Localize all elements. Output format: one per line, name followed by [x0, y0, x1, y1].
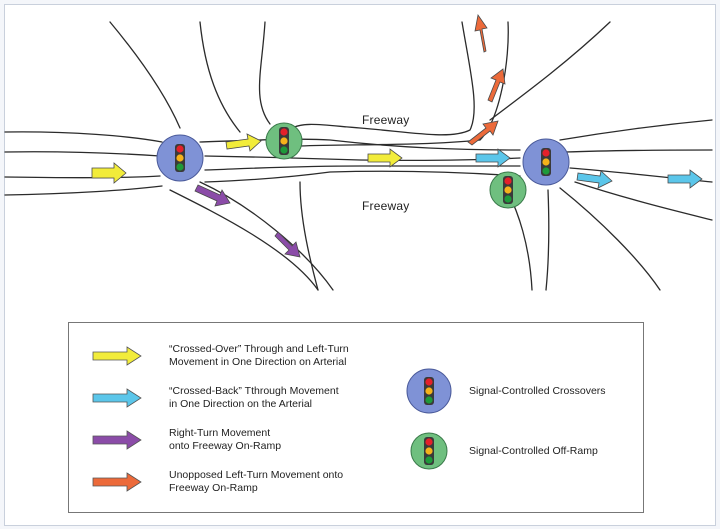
crossed-back-arrow-east [667, 169, 703, 189]
legend-label-signal-offramp: Signal-Controlled Off-Ramp [469, 444, 598, 457]
legend-label-right-turn: Right-Turn Movement onto Freeway On-Ramp [169, 427, 282, 452]
legend-item-signal-offramp: Signal-Controlled Off-Ramp [409, 431, 598, 471]
yellow-arrow-icon [92, 346, 142, 366]
legend-item-crossed-back: “Crossed-Back” Tthrough Movement in One … [91, 385, 339, 411]
crossover-signal-east [522, 138, 570, 186]
offramp-signal-north [265, 122, 303, 160]
blue-arrow-icon [92, 388, 142, 408]
right-turn-arrow-lower [274, 231, 301, 258]
left-turn-arrow-lower [467, 120, 499, 146]
legend-label-left-turn: Unopposed Left-Turn Movement onto Freewa… [169, 469, 344, 494]
legend-item-right-turn: Right-Turn Movement onto Freeway On-Ramp [91, 427, 281, 453]
freeway-label-south: Freeway [362, 199, 410, 213]
left-turn-arrow-upper [474, 13, 488, 53]
offramp-signal-south [489, 171, 527, 209]
legend-label-crossed-back: “Crossed-Back” Tthrough Movement in One … [169, 385, 339, 410]
legend: “Crossed-Over” Through and Left-Turn Mov… [68, 322, 644, 513]
crossed-over-arrow-east [367, 148, 403, 168]
road-edges [4, 21, 713, 291]
crossed-over-arrow-center [225, 133, 262, 152]
left-turn-arrow-middle [487, 68, 506, 103]
crossover-signal-west [156, 134, 204, 182]
offramp-signal-icon [410, 432, 448, 470]
crossed-over-arrow-west [91, 162, 127, 184]
crossed-back-arrow-center [576, 170, 613, 189]
legend-label-signal-crossovers: Signal-Controlled Crossovers [469, 384, 606, 397]
purple-arrow-icon [92, 430, 142, 450]
movement-arrows [91, 13, 703, 258]
freeway-label-north: Freeway [362, 113, 410, 127]
legend-label-crossed-over: “Crossed-Over” Through and Left-Turn Mov… [169, 343, 349, 368]
orange-arrow-icon [92, 472, 142, 492]
legend-item-left-turn: Unopposed Left-Turn Movement onto Freewa… [91, 469, 343, 495]
right-turn-arrow-upper [194, 184, 231, 207]
crossover-signal-icon [406, 368, 452, 414]
crossed-back-arrow-west [475, 148, 511, 168]
legend-item-crossed-over: “Crossed-Over” Through and Left-Turn Mov… [91, 343, 349, 369]
legend-item-signal-crossovers: Signal-Controlled Crossovers [405, 367, 606, 415]
